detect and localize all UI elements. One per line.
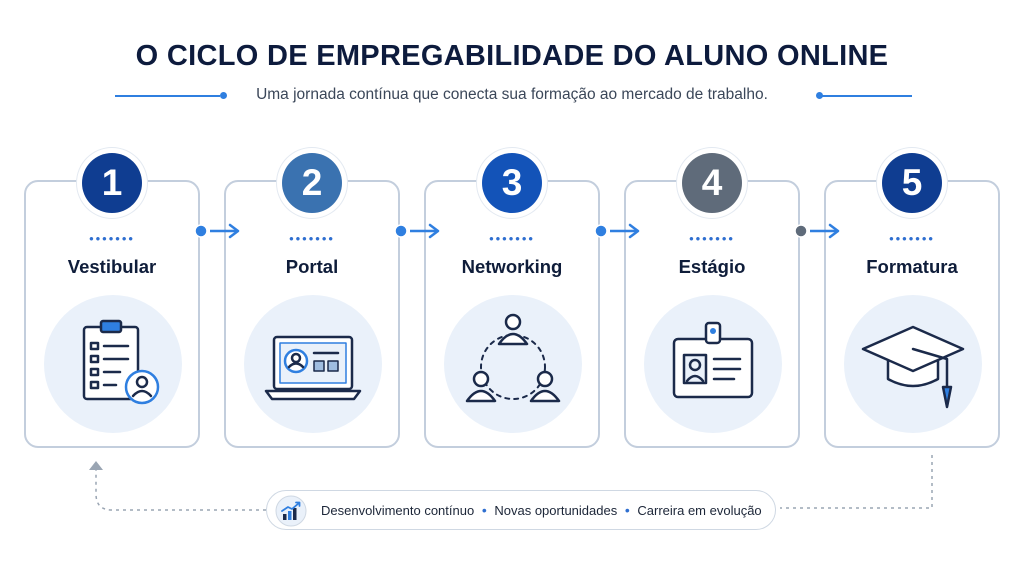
step-number: 3 (482, 153, 542, 213)
step-card-4: 4 ••••••• Estágio (624, 148, 800, 448)
laptop-profile-icon (264, 335, 362, 401)
step-number: 4 (682, 153, 742, 213)
step-dots: ••••••• (89, 231, 135, 246)
step-icon-circle (844, 295, 982, 433)
footer-separator: • (481, 502, 487, 518)
step-badge: 5 (877, 148, 947, 218)
graduation-cap-icon (861, 325, 965, 409)
step-icon-circle (244, 295, 382, 433)
footer-separator: • (624, 502, 630, 518)
step-badge: 1 (77, 148, 147, 218)
step-badge: 4 (677, 148, 747, 218)
step-number: 2 (282, 153, 342, 213)
step-dots: ••••••• (289, 231, 335, 246)
step-dots: ••••••• (489, 231, 535, 246)
subtitle: Uma jornada contínua que conecta sua for… (256, 86, 768, 103)
step-icon-circle (444, 295, 582, 433)
step-number: 5 (882, 153, 942, 213)
step-label: Networking (461, 256, 563, 277)
page-title: O CICLO DE EMPREGABILIDADE DO ALUNO ONLI… (135, 40, 889, 72)
footer-text: Desenvolvimento contínuo • Novas oportun… (321, 502, 762, 518)
arrow-connector-1 (194, 223, 240, 239)
footer-item: Novas oportunidades (494, 503, 618, 518)
subtitle-row: Uma jornada contínua que conecta sua for… (0, 84, 1024, 108)
footer-item: Desenvolvimento contínuo (321, 503, 475, 518)
step-card-3: 3 ••••••• Networking (424, 148, 600, 448)
growth-chart-icon (275, 495, 307, 527)
step-dots: ••••••• (889, 231, 935, 246)
arrow-connector-3 (594, 223, 640, 239)
step-number: 1 (82, 153, 142, 213)
step-label: Formatura (866, 256, 958, 277)
step-badge: 3 (477, 148, 547, 218)
step-card-2: 2 ••••••• Portal (224, 148, 400, 448)
subtitle-line-left (115, 95, 220, 97)
subtitle-line-right (820, 95, 912, 97)
step-label: Vestibular (67, 256, 157, 277)
people-network-icon (465, 313, 561, 403)
arrow-connector-2 (394, 223, 440, 239)
arrow-connector-4 (794, 223, 840, 239)
subtitle-dot-left (220, 92, 227, 99)
step-icon-circle (44, 295, 182, 433)
step-label: Portal (285, 256, 339, 277)
footer-pill: Desenvolvimento contínuo • Novas oportun… (266, 490, 776, 530)
clipboard-user-icon (82, 319, 160, 405)
subtitle-dot-right (816, 92, 823, 99)
id-badge-icon (672, 321, 754, 399)
step-icon-circle (644, 295, 782, 433)
step-dots: ••••••• (689, 231, 735, 246)
step-card-5: 5 ••••••• Formatura (824, 148, 1000, 448)
footer-item: Carreira em evolução (637, 503, 762, 518)
step-label: Estágio (678, 256, 746, 277)
step-card-1: 1 ••••••• Vestibular (24, 148, 200, 448)
step-badge: 2 (277, 148, 347, 218)
